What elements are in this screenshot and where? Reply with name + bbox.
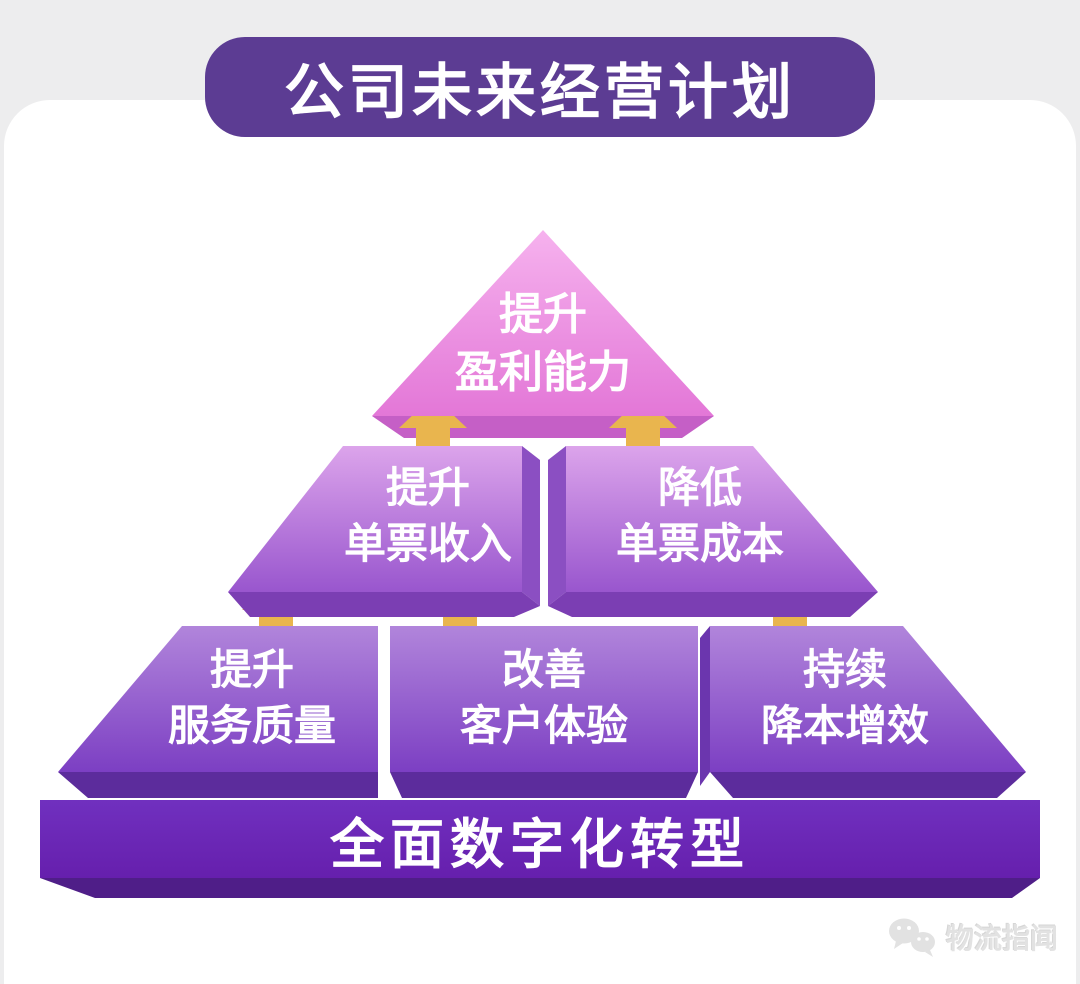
middle-right-side-face (548, 446, 566, 606)
pyramid-top-face (372, 230, 714, 416)
arrow-up-icon (609, 396, 677, 452)
page-title: 公司未来经营计划 (284, 58, 796, 126)
watermark-text: 物流指闻 (945, 923, 1058, 954)
middle-left-face (228, 446, 522, 592)
bottom-right-side-face (700, 626, 710, 786)
pyramid-top-label: 提升 盈利能力 (455, 290, 631, 397)
bottom-middle-bottom-face (390, 772, 698, 798)
bottom-right-bottom-face (710, 772, 1026, 798)
middle-right-label: 降低 单票成本 (615, 464, 785, 567)
base-bar-label: 全面数字化转型 (330, 814, 750, 875)
watermark: 物流指闻 (886, 916, 1058, 958)
middle-right-face (566, 446, 878, 592)
middle-left-bottom-face (228, 592, 540, 617)
middle-right-bottom-face (548, 592, 878, 617)
bottom-left-label: 提升 服务质量 (167, 646, 337, 749)
base-bar-bottom-face (40, 878, 1040, 898)
bottom-right-face (710, 626, 1026, 772)
arrow-up-icon (399, 396, 467, 452)
base-bar (40, 800, 1040, 878)
bottom-left-bottom-face (58, 772, 378, 798)
middle-left-side-face (522, 446, 540, 606)
bottom-right-label: 持续 降本增效 (760, 646, 930, 749)
wechat-icon (888, 918, 935, 957)
middle-left-label: 提升 单票收入 (343, 464, 513, 567)
bottom-middle-label: 改善 客户体验 (459, 646, 629, 749)
bottom-middle-face (390, 626, 698, 772)
title-banner: 公司未来经营计划 (205, 37, 875, 137)
bottom-left-face (58, 626, 378, 772)
